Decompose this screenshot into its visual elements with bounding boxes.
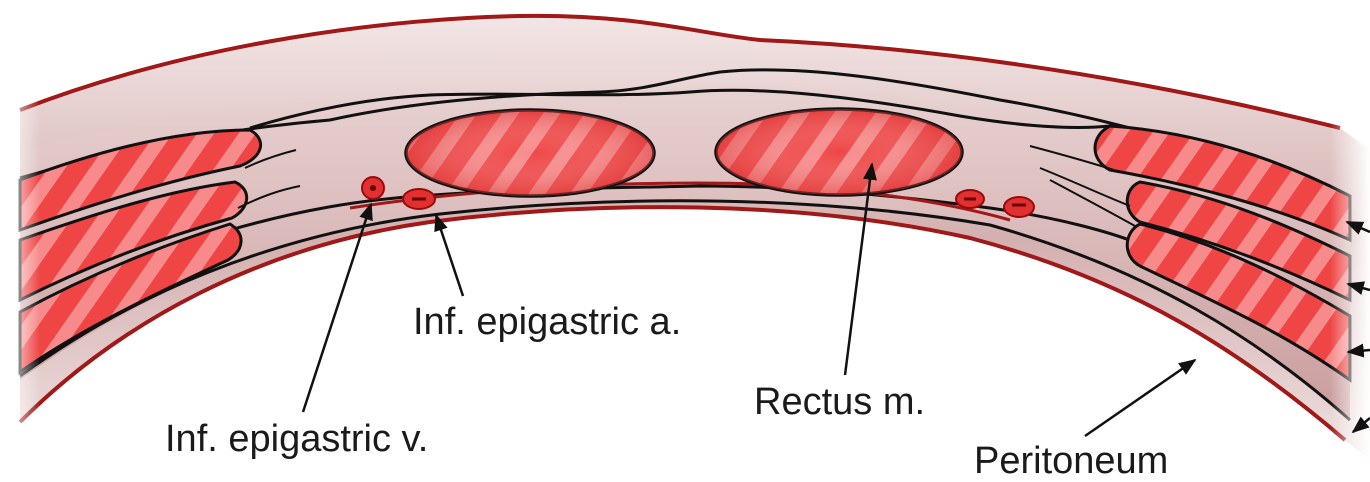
left-edge-fade: [0, 0, 40, 482]
right-edge-fade: [1330, 0, 1370, 482]
arrow-icon: [436, 215, 463, 296]
label-peritoneum: Peritoneum: [974, 442, 1168, 480]
epigastric-vein-right: [1004, 197, 1034, 217]
rectus-muscle-right-shade: [716, 109, 962, 195]
label-inf-epigastric-vein: Inf. epigastric v.: [165, 420, 428, 458]
epigastric-vein-left-lumen: [370, 185, 376, 191]
rectus-muscle-left-shade: [406, 110, 654, 196]
arrow-icon: [1085, 360, 1195, 436]
label-rectus-muscle: Rectus m.: [754, 383, 925, 421]
label-inf-epigastric-artery: Inf. epigastric a.: [413, 303, 681, 341]
